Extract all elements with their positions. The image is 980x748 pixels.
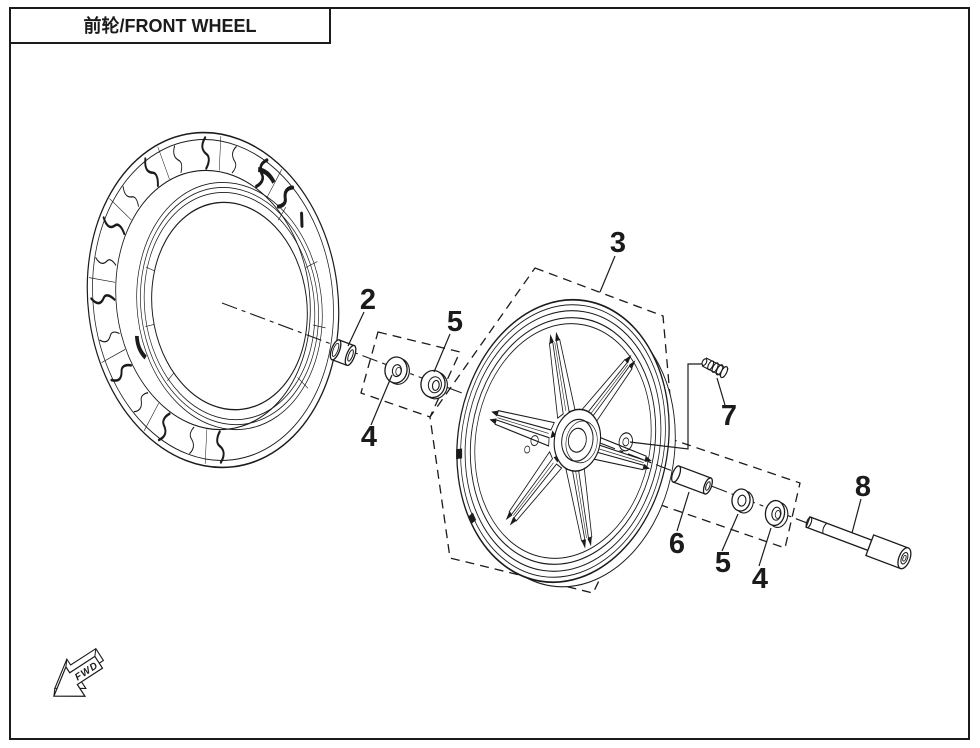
valve-part7 [701,357,729,379]
page-title: 前轮/FRONT WHEEL [84,15,257,36]
tire-bead-rings [136,181,326,431]
callout-5-left: 5 [447,306,463,338]
group-outline-wheel [429,267,674,594]
tire-tread-pattern [88,136,304,464]
tire [86,131,340,469]
spacer-part6 [671,465,713,495]
callout-7: 7 [721,400,737,432]
washer-part5-left [420,369,448,400]
axle-part8 [805,516,912,570]
rim-weight-tab [456,448,463,460]
washer-part5-right [731,488,754,514]
wheel-rim [456,298,676,588]
valve-locator-line [629,363,704,450]
fwd-arrow: FWD [52,647,105,697]
rim-weight-tab [468,512,477,524]
callout-5-right: 5 [715,547,731,579]
wheel-hub [524,408,602,472]
callout-leaders [347,255,862,567]
callout-4-left: 4 [361,421,377,453]
callout-2: 2 [360,284,376,316]
callout-6: 6 [669,528,685,560]
title-box [9,7,331,44]
callout-3: 3 [610,227,626,259]
washer-part4-right [764,499,789,528]
washer-part4-left [384,356,410,385]
tire-brand-mark [134,167,276,360]
bushing-part2 [329,339,357,367]
wheel-spokes [489,331,652,549]
title-block: 前轮/FRONT WHEEL [9,7,331,44]
callout-4-right: 4 [752,563,768,595]
callout-8: 8 [855,471,871,503]
page-frame [9,7,970,740]
